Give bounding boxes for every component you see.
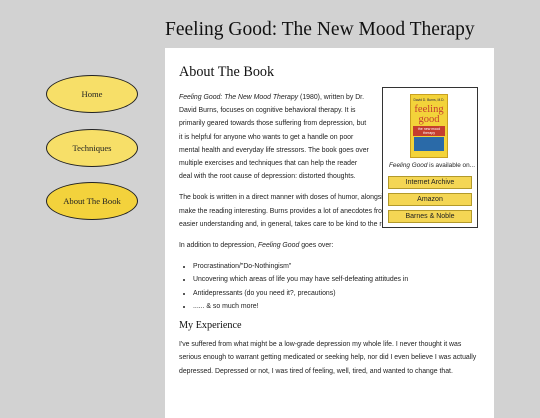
list-item: Uncovering which areas of life you may h…	[193, 273, 480, 286]
nav-about-button[interactable]: About The Book	[46, 182, 138, 220]
site-title: Feeling Good: The New Mood Therapy	[165, 19, 475, 40]
experience-paragraph: I've suffered from what might be a low-g…	[179, 341, 477, 375]
book-availability-box: David D. Burns, M.D. feeling good the ne…	[382, 87, 478, 228]
internet-archive-button[interactable]: Internet Archive	[388, 176, 472, 189]
availability-caption: Feeling Good is available on...	[389, 162, 475, 169]
topics-intro: In addition to depression, Feeling Good …	[179, 242, 334, 250]
list-item: Antidepressants (do you need it?, precau…	[193, 287, 480, 300]
list-item: ...... & so much more!	[193, 300, 480, 313]
experience-heading: My Experience	[179, 320, 242, 332]
intro-paragraph: Feeling Good: The New Mood Therapy (1980…	[179, 94, 369, 181]
book-cover-image: David D. Burns, M.D. feeling good the ne…	[410, 94, 448, 158]
nav-techniques-button[interactable]: Techniques	[46, 129, 138, 167]
amazon-button[interactable]: Amazon	[388, 193, 472, 206]
cover-subtitle: the new mood therapy	[413, 126, 445, 136]
cover-band	[414, 137, 444, 151]
topics-list: Procrastination/"Do-Nothingism" Uncoveri…	[179, 260, 480, 313]
cover-author: David D. Burns, M.D.	[413, 98, 445, 102]
page-heading: About The Book	[179, 64, 275, 80]
list-item: Procrastination/"Do-Nothingism"	[193, 260, 480, 273]
barnes-noble-button[interactable]: Barnes & Noble	[388, 210, 472, 223]
content-card: About The Book David D. Burns, M.D. feel…	[165, 48, 494, 418]
nav-home-button[interactable]: Home	[46, 75, 138, 113]
style-paragraph: The book is written in a direct manner w…	[179, 194, 478, 228]
cover-title: feeling good	[414, 104, 444, 125]
